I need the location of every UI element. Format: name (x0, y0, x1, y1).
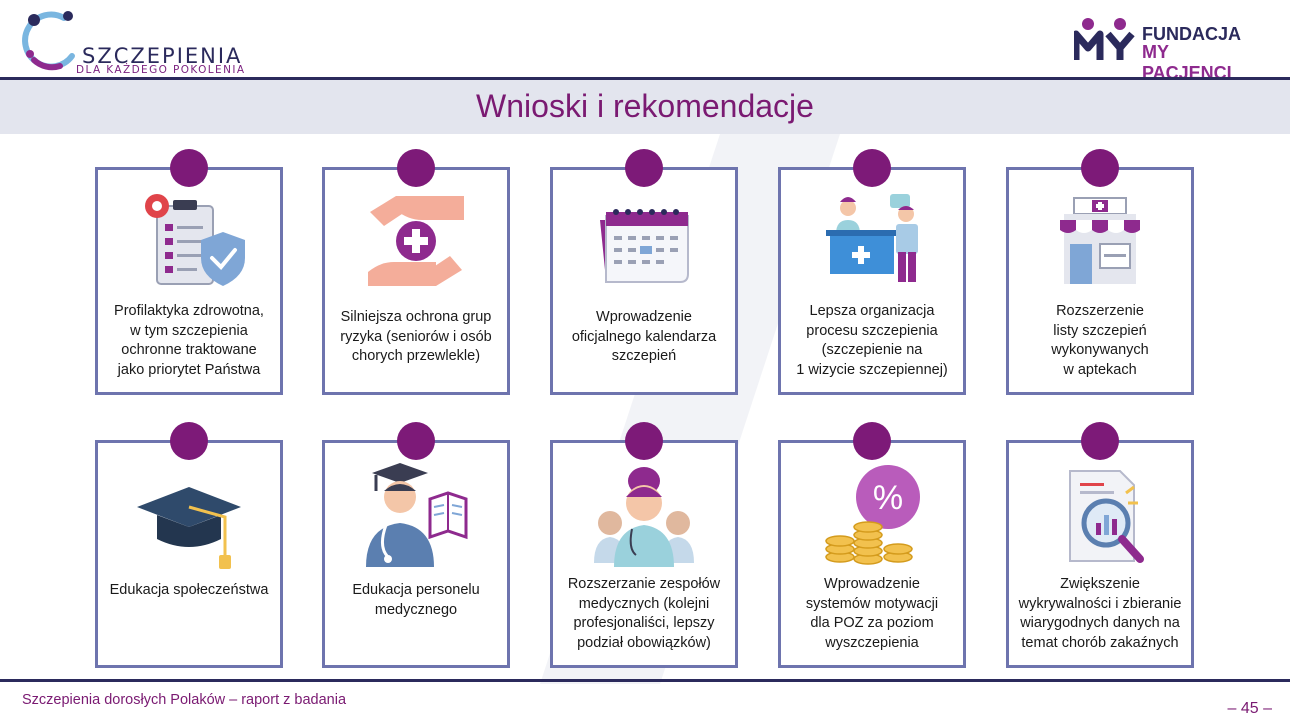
doctor-book-icon (325, 463, 507, 567)
card-dot (397, 422, 435, 460)
header-divider (0, 77, 1290, 80)
pharmacy-icon (1009, 190, 1191, 290)
footer-report-title: Szczepienia dorosłych Polaków – raport z… (22, 692, 347, 708)
card-label: Silniejsza ochrona grup ryzyka (seniorów… (340, 309, 492, 364)
card-edukacja-spoleczenstwa[interactable]: Edukacja społeczeństwa (95, 422, 283, 668)
footer-divider (0, 679, 1290, 682)
card-dot (853, 149, 891, 187)
calendar-icon (553, 190, 735, 290)
card-label: Rozszerzenie listy szczepień wykonywanyc… (1051, 303, 1149, 378)
graduation-cap-icon (98, 477, 280, 577)
logo-szczepienia[interactable]: SZCZEPIENIA DLA KAŻDEGO POKOLENIA (18, 8, 268, 76)
card-dot (625, 422, 663, 460)
logo-brand: SZCZEPIENIA (82, 44, 243, 68)
medical-team-icon (553, 463, 735, 567)
svg-text:%: % (873, 479, 903, 517)
vaccine-ring-icon (22, 11, 75, 71)
header: SZCZEPIENIA DLA KAŻDEGO POKOLENIA FUNDAC… (0, 0, 1290, 83)
clipboard-shield-icon (98, 190, 280, 290)
page-title: Wnioski i rekomendacje (476, 88, 814, 124)
document-magnifier-icon (1009, 463, 1191, 563)
page-number: – 45 – (1227, 700, 1272, 717)
card-label: Wprowadzenie oficjalnego kalendarza szcz… (571, 309, 717, 364)
card-dot (1081, 422, 1119, 460)
card-label: Profilaktyka zdrowotna, w tym szczepieni… (114, 303, 264, 378)
card-zespoly-medyczne[interactable]: Rozszerzanie zespołów medycznych (kolejn… (550, 422, 738, 668)
reception-desk-icon (781, 190, 963, 290)
card-profilaktyka[interactable]: Profilaktyka zdrowotna, w tym szczepieni… (95, 149, 283, 395)
logo-tagline: DLA KAŻDEGO POKOLENIA (76, 64, 246, 76)
card-apteki[interactable]: Rozszerzenie listy szczepień wykonywanyc… (1006, 149, 1194, 395)
percent-coins-icon: % (781, 463, 963, 565)
card-dot (625, 149, 663, 187)
card-label: Edukacja personelu medycznego (352, 582, 480, 618)
card-ochrona-grup[interactable]: Silniejsza ochrona grup ryzyka (seniorów… (322, 149, 510, 395)
card-wykrywalnosc[interactable]: Zwiększenie wykrywalności i zbieranie wi… (1006, 422, 1194, 668)
card-label: Edukacja społeczeństwa (109, 582, 269, 598)
card-dot (170, 149, 208, 187)
my-logo-icon (1074, 18, 1135, 60)
card-label: Wprowadzenie systemów motywacji dla POZ … (805, 576, 939, 651)
card-kalendarz[interactable]: Wprowadzenie oficjalnego kalendarza szcz… (550, 149, 738, 395)
card-dot (1081, 149, 1119, 187)
card-dot (853, 422, 891, 460)
card-edukacja-personelu[interactable]: Edukacja personelu medycznego (322, 422, 510, 668)
card-dot (397, 149, 435, 187)
card-dot (170, 422, 208, 460)
card-label: Zwiększenie wykrywalności i zbieranie wi… (1018, 576, 1182, 651)
logo-line-1: FUNDACJA (1142, 24, 1241, 44)
card-label: Lepsza organizacja procesu szczepienia (… (796, 303, 948, 378)
logo-fundacja[interactable]: FUNDACJA MY PACJENCI (1074, 16, 1254, 83)
hands-medical-cross-icon (325, 190, 507, 290)
card-organizacja[interactable]: Lepsza organizacja procesu szczepienia (… (778, 149, 966, 395)
card-label: Rozszerzanie zespołów medycznych (kolejn… (567, 576, 721, 651)
title-band: Wnioski i rekomendacje (0, 80, 1290, 134)
card-motywacja-poz[interactable]: % Wprowadzenie systemów motywacji dla PO… (778, 422, 966, 668)
